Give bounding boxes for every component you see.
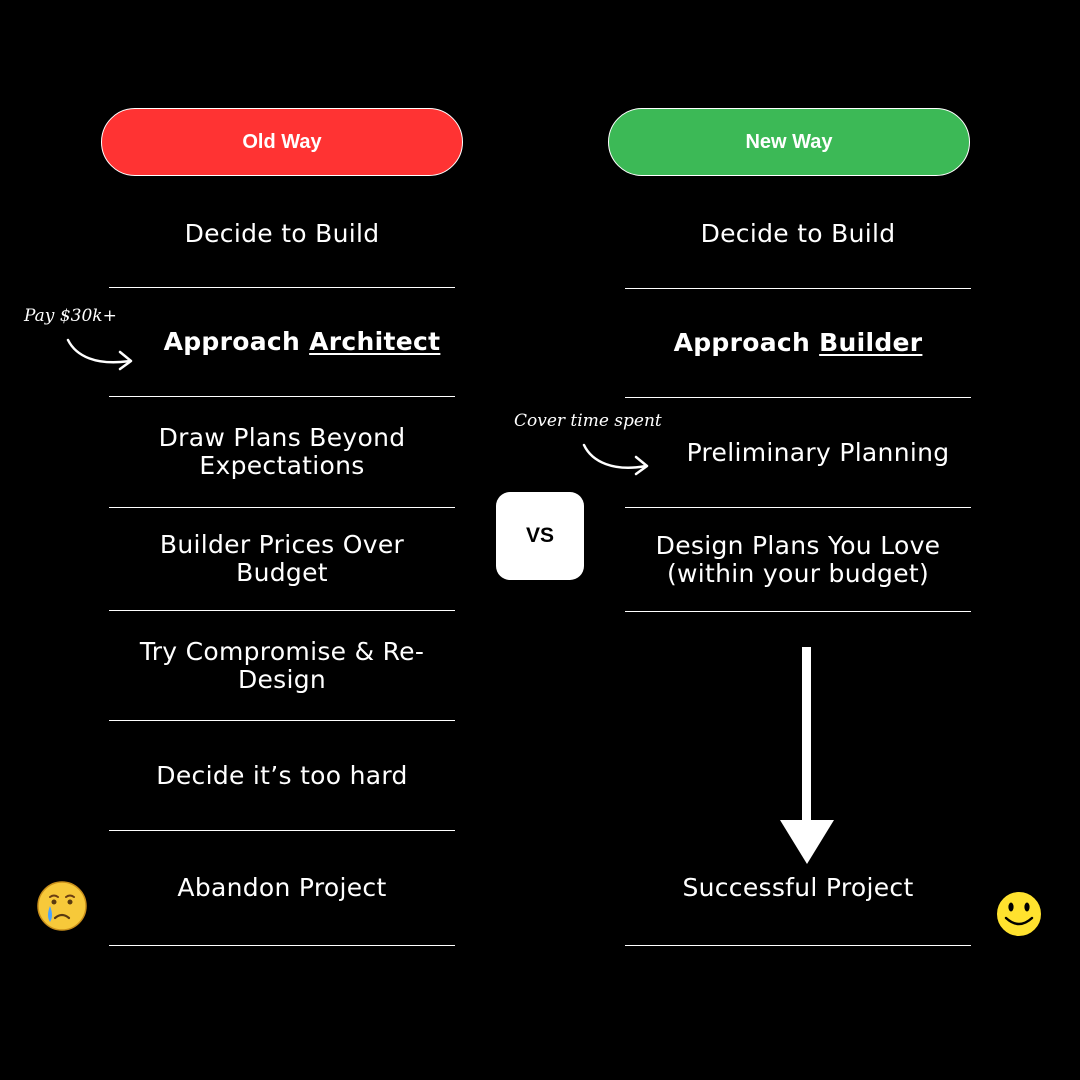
smiley-face-icon — [995, 890, 1043, 938]
new-step-approach: Approach Builder — [625, 289, 971, 398]
old-step-too-hard: Decide it’s too hard — [109, 721, 455, 831]
new-step-decide: Decide to Build — [625, 180, 971, 289]
new-approach-prefix: Approach — [673, 328, 820, 357]
old-step-decide: Decide to Build — [109, 180, 455, 288]
new-way-header: New Way — [608, 108, 970, 176]
old-note-arrow-icon — [66, 338, 133, 371]
new-step-successful: Successful Project — [625, 831, 971, 946]
new-step-preliminary: Preliminary Planning — [625, 398, 971, 508]
old-note: Pay $30k+ — [24, 306, 117, 326]
old-step-approach: Approach Architect — [109, 288, 455, 397]
old-step-draw-plans: Draw Plans Beyond Expectations — [109, 397, 455, 508]
old-step-abandon: Abandon Project — [109, 831, 455, 946]
vs-badge: VS — [496, 492, 584, 580]
old-way-column: Decide to Build Approach Architect Draw … — [109, 180, 455, 946]
old-approach-prefix: Approach — [163, 327, 310, 356]
new-step-design-plans: Design Plans You Love (within your budge… — [625, 508, 971, 612]
old-step-builder-prices: Builder Prices Over Budget — [109, 508, 455, 611]
down-arrow-icon — [780, 647, 834, 864]
new-approach-builder: Builder — [819, 328, 923, 357]
new-note: Cover time spent — [514, 411, 662, 431]
old-step-compromise: Try Compromise & Re-Design — [109, 611, 455, 721]
new-way-column: Decide to Build Approach Builder Prelimi… — [625, 180, 971, 946]
old-approach-architect: Architect — [309, 327, 441, 356]
new-note-arrow-icon — [582, 443, 649, 476]
crying-face-icon — [37, 881, 87, 931]
old-way-header: Old Way — [101, 108, 463, 176]
